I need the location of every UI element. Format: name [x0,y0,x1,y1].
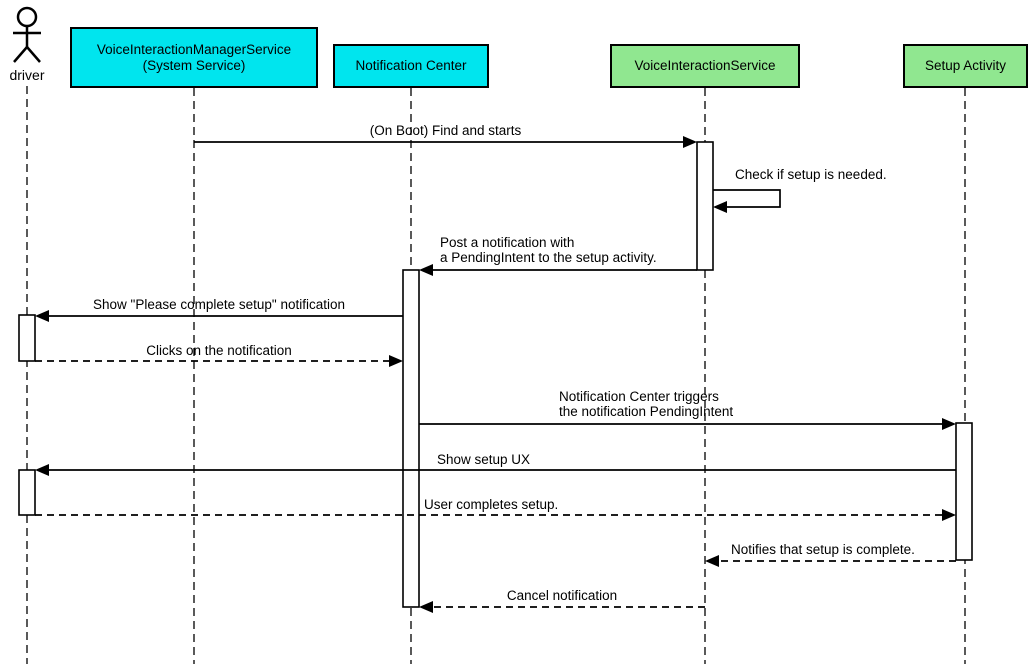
participant-label: Notification Center [355,58,467,73]
participant-box-setup-activity: Setup Activity [903,44,1028,88]
message-arrows [35,136,956,613]
message-label-clicks-on-notification: Clicks on the notification [146,343,292,358]
activation-bar-driver-1 [18,314,36,362]
message-label-cancel-notification: Cancel notification [506,588,618,603]
message-label-triggers-pendingintent: Notification Center triggers the notific… [559,389,733,419]
message-label-show-setup-ux: Show setup UX [437,452,531,467]
arrowhead-clicks-on-notification [389,355,403,367]
participant-box-notification-center: Notification Center [333,44,489,88]
arrowhead-show-setup-ux [35,464,49,476]
arrowhead-check-if-setup-is-needed [713,201,727,213]
message-label-notifies-setup-complete: Notifies that setup is complete. [731,542,915,557]
arrowhead-post-a-notification [419,264,433,276]
message-label-line2: the notification PendingIntent [559,404,734,419]
arrowhead-user-completes-setup [942,509,956,521]
participant-label: VoiceInteractionService [634,58,776,73]
actor-leg-right [26,46,41,63]
message-label-post-a-notification: Post a notification with a PendingIntent… [440,235,657,265]
actor-head [16,6,38,28]
activation-bar-voice-interaction-service [696,141,714,271]
participant-label-line2: (System Service) [142,57,246,73]
arrowhead-show-please-complete-setup [35,310,49,322]
message-label-line2: a PendingIntent to the setup activity. [440,250,657,265]
activation-bars [18,141,973,608]
actor-figure-driver [13,6,41,63]
participant-box-voice-interaction-manager-service: VoiceInteractionManagerService (System S… [70,27,318,88]
participant-label: VoiceInteractionManagerService [96,41,292,57]
participant-box-voice-interaction-service: VoiceInteractionService [610,44,800,88]
activation-bar-setup-activity [955,422,973,561]
message-label-check-if-setup-is-needed: Check if setup is needed. [735,167,887,182]
message-label-show-please-complete-setup: Show "Please complete setup" notificatio… [93,297,345,312]
message-line-check-if-setup-is-needed [713,189,781,208]
arrowhead-notifies-setup-complete [705,555,719,567]
message-label-user-completes-setup: User completes setup. [424,497,559,512]
activation-bar-driver-2 [18,469,36,516]
arrowhead-on-boot-find-and-starts [683,136,697,148]
message-label-line1: Notification Center triggers [559,389,719,404]
arrowhead-triggers-pendingintent [942,418,956,430]
message-label-line1: Post a notification with [440,235,575,250]
actor-label-driver: driver [9,67,45,83]
message-label-on-boot-find-and-starts: (On Boot) Find and starts [369,123,522,138]
arrowhead-cancel-notification [419,601,433,613]
actor-leg-left [13,46,28,63]
participant-label: Setup Activity [924,58,1007,73]
activation-bar-notification-center [402,269,420,608]
